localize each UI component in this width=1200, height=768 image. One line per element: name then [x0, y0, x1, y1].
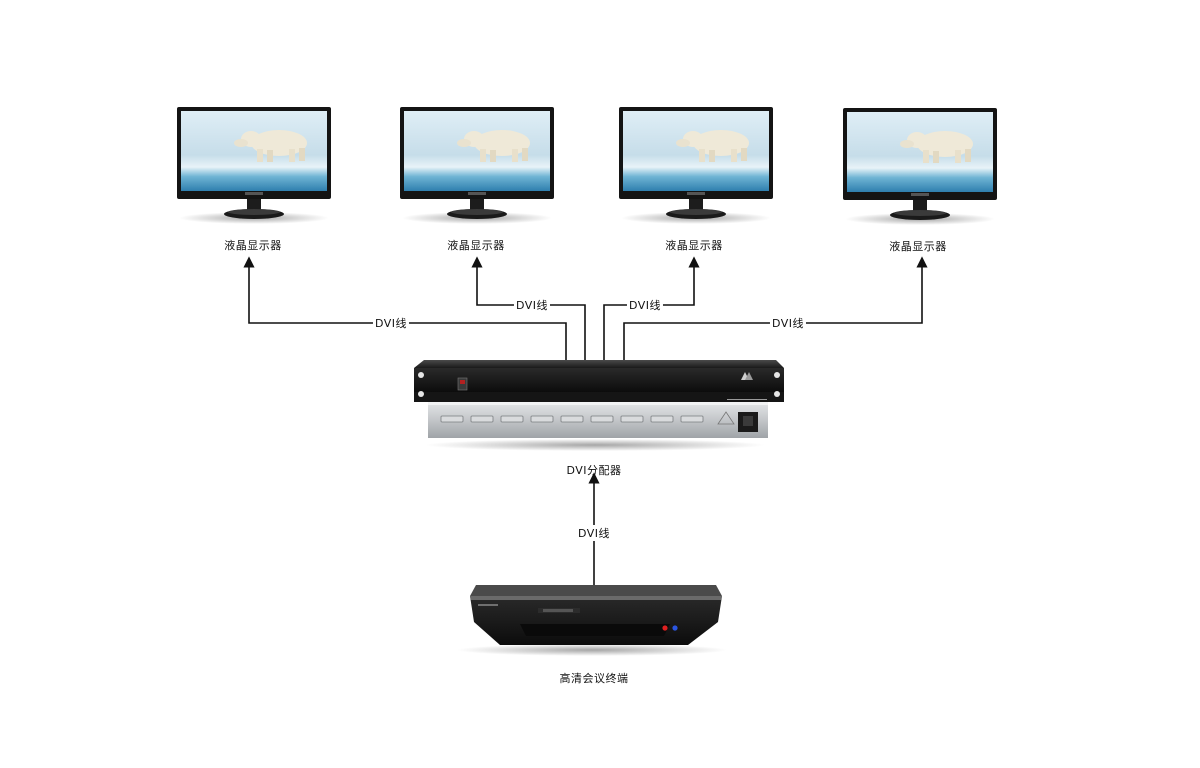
- monitor-4-label: 液晶显示器: [889, 240, 947, 253]
- splitter-label: DVI分配器: [566, 464, 622, 477]
- dvi-splitter-image: [414, 360, 784, 451]
- monitor-3-label: 液晶显示器: [665, 239, 723, 252]
- cable-outer-left-label: DVI线: [372, 315, 410, 331]
- conference-terminal-image: [457, 585, 727, 656]
- cable-inner-left-label: DVI线: [513, 297, 551, 313]
- terminal-label: 高清会议终端: [559, 672, 629, 685]
- cable-outer-right-label: DVI线: [769, 315, 807, 331]
- monitor-1-label: 液晶显示器: [224, 239, 282, 252]
- monitor-2-label: 液晶显示器: [447, 239, 505, 252]
- cable-inner-right-label: DVI线: [626, 297, 664, 313]
- cable-outer-right: [623, 256, 928, 360]
- monitor-4-image: [843, 108, 997, 225]
- monitor-3-image: [619, 107, 773, 224]
- monitor-1-image: [177, 107, 331, 224]
- cable-input-label: DVI线: [575, 525, 613, 541]
- monitor-2-image: [400, 107, 554, 224]
